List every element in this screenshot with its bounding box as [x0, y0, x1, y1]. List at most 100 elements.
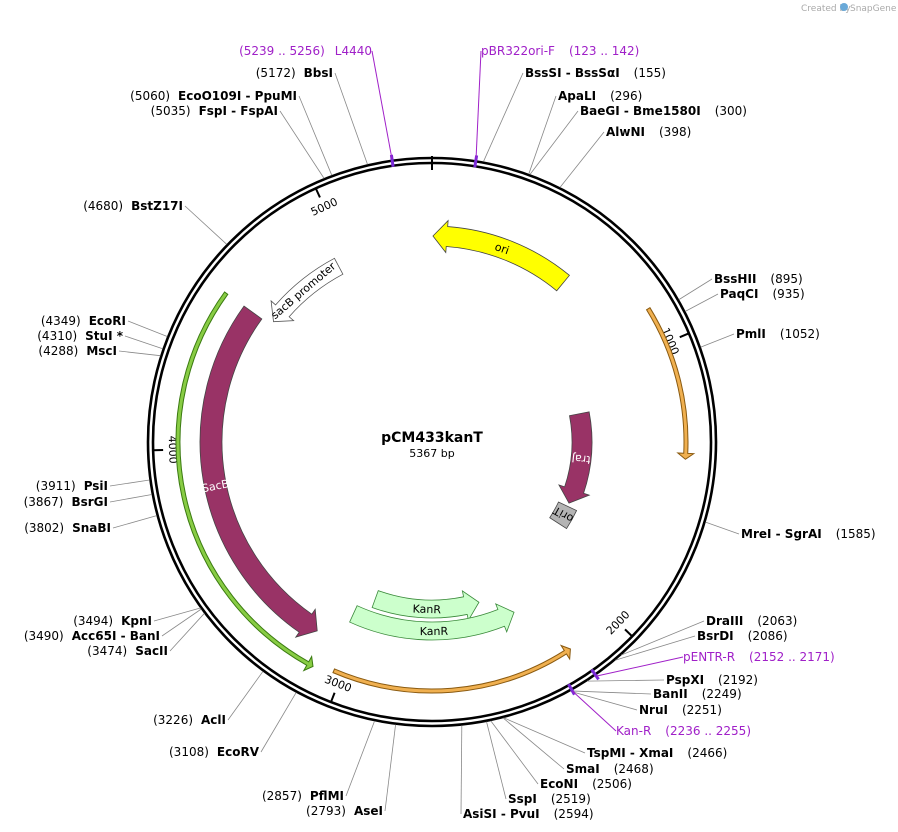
site-kpni[interactable]: KpnI(3494) [73, 614, 152, 628]
site-name: AseI [354, 804, 383, 818]
site-nrui[interactable]: NruI(2251) [639, 703, 722, 717]
site-leader [184, 205, 227, 245]
site-msci[interactable]: MscI(4288) [38, 344, 117, 358]
site-name: MreI - SgrAI [741, 527, 822, 541]
site-lines-layer [109, 72, 740, 815]
site-alwni[interactable]: AlwNI(398) [606, 125, 691, 139]
site-fspi-fspai[interactable]: FspI - FspAI(5035) [151, 104, 278, 118]
kan-outline-arc[interactable] [332, 644, 571, 694]
site-pmli[interactable]: PmlI(1052) [736, 327, 820, 341]
primer-range: (2152 .. 2171) [749, 650, 835, 664]
traj-outline-arc[interactable] [645, 307, 696, 460]
feature-sacb-promoter[interactable] [270, 257, 344, 323]
primer-leader [475, 50, 482, 160]
site-name: BstZ17I [131, 199, 183, 213]
site-acli[interactable]: AclI(3226) [153, 713, 226, 727]
feature-ori[interactable] [432, 219, 570, 292]
site-position: (300) [715, 104, 747, 118]
site-name: Acc65I - BanI [72, 629, 160, 643]
site-stui[interactable]: StuI *(4310) [37, 329, 123, 343]
site-position: (4680) [83, 199, 123, 213]
primer-range: (123 .. 142) [569, 44, 639, 58]
site-name: DraIII [706, 614, 743, 628]
primer-leader [596, 656, 684, 677]
site-position: (398) [659, 125, 691, 139]
site-leader [486, 721, 507, 800]
site-snabi[interactable]: SnaBI(3802) [24, 521, 111, 535]
primer-l4440[interactable]: L4440(5239 .. 5256) [239, 44, 372, 58]
sacb-outline-arc[interactable] [175, 291, 314, 672]
feature-sacb[interactable] [199, 305, 318, 638]
site-baegi-bme1580i[interactable]: BaeGI - Bme1580I(300) [580, 104, 747, 118]
primer-pbr322ori-f[interactable]: pBR322ori-F (123 .. 142) [481, 44, 639, 58]
site-leader [559, 131, 605, 188]
site-bsssi-bsss-i[interactable]: BssSI - BssSαI (155) [525, 66, 666, 80]
primer-kan-r[interactable]: Kan-R(2236 .. 2255) [616, 724, 751, 738]
site-apali[interactable]: ApaLI(296) [558, 89, 642, 103]
site-position: (4310) [37, 329, 77, 343]
site-position: (5172) [256, 66, 296, 80]
primer-pentr-r[interactable]: pENTR-R (2152 .. 2171) [683, 650, 835, 664]
site-tspmi-xmai[interactable]: TspMI - XmaI (2466) [587, 746, 727, 760]
site-mrei-sgrai[interactable]: MreI - SgrAI (1585) [741, 527, 876, 541]
site-labels-layer: BssSI - BssSαI (155) ApaLI(296)BaeGI - Bme… [24, 66, 876, 821]
site-draiii[interactable]: DraIII(2063) [706, 614, 797, 628]
site-name: SmaI [566, 762, 600, 776]
site-position: (2466) [687, 746, 727, 760]
site-bsrdi[interactable]: BsrDI(2086) [697, 629, 788, 643]
site-sspi[interactable]: SspI(2519) [508, 792, 591, 806]
site-econi[interactable]: EcoNI(2506) [540, 777, 632, 791]
site-position: (1585) [836, 527, 876, 541]
site-psii[interactable]: PsiI(3911) [36, 479, 108, 493]
site-acc65i-bani[interactable]: Acc65I - BanI(3490) [24, 629, 160, 643]
primer-range: (2236 .. 2255) [665, 724, 751, 738]
site-name: EcoRI [89, 314, 126, 328]
site-bsshii[interactable]: BssHII(895) [714, 272, 803, 286]
site-name: BssSI - BssSαI [525, 66, 620, 80]
primer-mark [567, 683, 576, 696]
site-leader [227, 671, 264, 721]
site-bstz17i[interactable]: BstZ17I (4680) [83, 199, 183, 213]
site-ecori[interactable]: EcoRI(4349) [41, 314, 126, 328]
site-ecorv[interactable]: EcoRV (3108) [169, 745, 260, 759]
tick-mark [679, 332, 690, 339]
site-smai[interactable]: SmaI(2468) [566, 762, 654, 776]
snapgene-logo-icon [840, 3, 848, 11]
feature-orit[interactable] [549, 501, 578, 530]
site-position: (895) [770, 272, 802, 286]
site-position: (2249) [702, 687, 742, 701]
primer-leader [572, 690, 617, 732]
site-leader [124, 335, 163, 350]
site-pspxi[interactable]: PspXI(2192) [666, 673, 758, 687]
feature-kanr-1[interactable] [371, 590, 480, 622]
site-paqci[interactable]: PaqCI(935) [720, 287, 805, 301]
primer-name: pENTR-R [683, 650, 735, 664]
tick-mark [314, 187, 321, 198]
site-name: ApaLI [558, 89, 596, 103]
site-leader [528, 95, 557, 175]
site-name: EcoRV [217, 745, 260, 759]
site-bbsi[interactable]: BbsI(5172) [256, 66, 333, 80]
feature-label-sacb-promoter: sacB promoter [268, 259, 338, 321]
site-position: (2519) [551, 792, 591, 806]
site-leader [678, 278, 713, 300]
site-asisi-pvui[interactable]: AsiSI - PvuI(2594) [463, 807, 594, 821]
site-ecoo109i-ppumi[interactable]: EcoO109I - PpuMI(5060) [130, 89, 297, 103]
site-leader [298, 95, 333, 176]
primer-leader [371, 50, 393, 159]
site-bsrgi[interactable]: BsrGI(3867) [24, 495, 108, 509]
feature-kanr-2[interactable] [349, 603, 515, 641]
feature-traj[interactable] [558, 411, 593, 504]
site-sacii[interactable]: SacII(3474) [87, 644, 168, 658]
credit-brand: SnapGene [850, 4, 897, 14]
site-position: (3494) [73, 614, 113, 628]
site-name: TspMI - XmaI [587, 746, 673, 760]
site-position: (3108) [169, 745, 209, 759]
primer-name: pBR322ori-F [481, 44, 555, 58]
site-leader [615, 635, 696, 661]
site-position: (155) [634, 66, 666, 80]
site-pflmi[interactable]: PflMI(2857) [262, 789, 344, 803]
site-banii[interactable]: BanII(2249) [653, 687, 742, 701]
site-asei[interactable]: AseI(2793) [306, 804, 383, 818]
site-position: (2251) [682, 703, 722, 717]
